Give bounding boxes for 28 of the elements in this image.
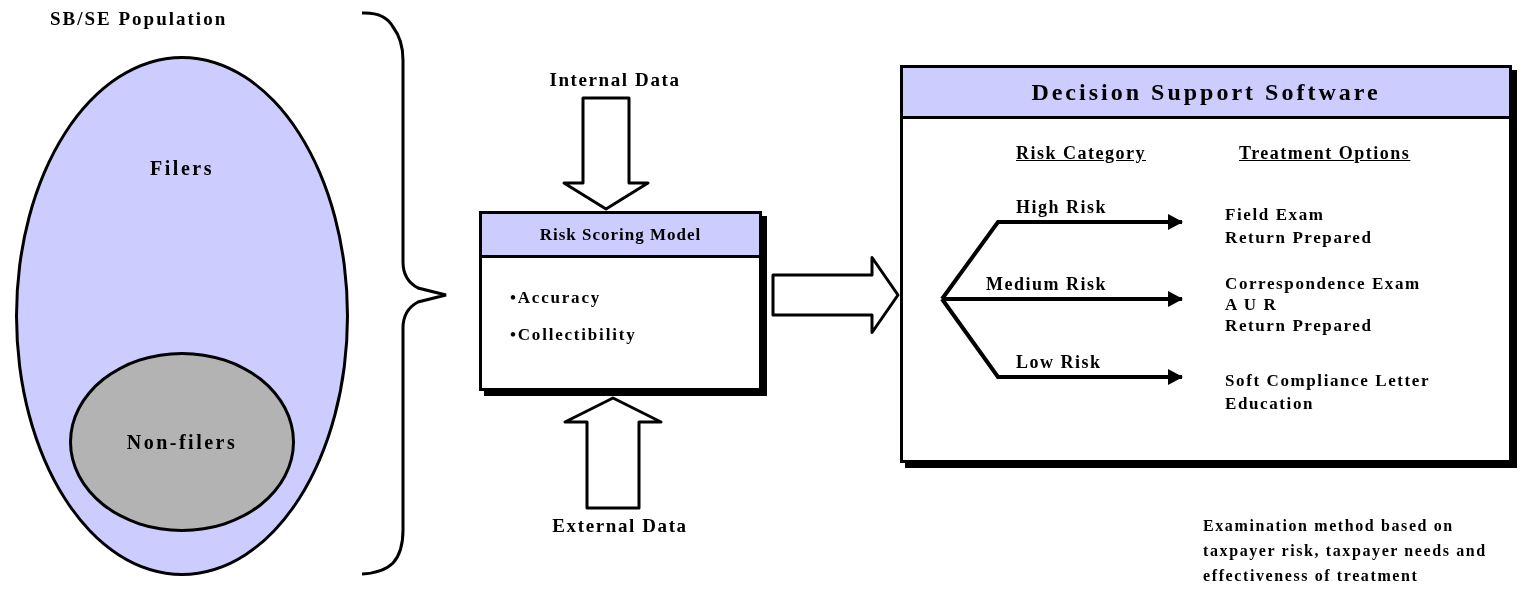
panel-title: Risk Scoring Model bbox=[538, 224, 703, 246]
block-arrow bbox=[563, 396, 663, 510]
branch-arrow bbox=[940, 214, 1183, 301]
branch-arrow bbox=[942, 291, 1183, 307]
group-label: Non-filers bbox=[125, 429, 239, 455]
bullet-item: •Accuracy bbox=[510, 288, 602, 308]
option-text: Return Prepared bbox=[1225, 315, 1374, 336]
input-label: Internal Data bbox=[515, 64, 715, 96]
edge-label: Low Risk bbox=[1016, 351, 1102, 373]
column-heading: Risk Category bbox=[1016, 143, 1146, 164]
input-label: External Data bbox=[515, 510, 725, 542]
block-arrow bbox=[562, 96, 650, 211]
note-text: Examination method based on taxpayer risk, taxpayer needs and effectiveness of treatment bbox=[1203, 516, 1488, 586]
option-text: Return Prepared bbox=[1225, 227, 1374, 249]
option-text: Field Exam bbox=[1225, 204, 1326, 226]
option-text: A U R bbox=[1225, 294, 1279, 315]
edge-label: High Risk bbox=[1016, 196, 1108, 218]
block-arrow bbox=[771, 256, 900, 334]
option-text: Soft Compliance Letter bbox=[1225, 370, 1432, 392]
column-heading: Treatment Options bbox=[1239, 143, 1411, 164]
branch-arrow bbox=[940, 297, 1183, 385]
option-text: Correspondence Exam bbox=[1225, 273, 1422, 294]
option-text: Education bbox=[1225, 393, 1316, 415]
heading-label: SB/SE Population bbox=[50, 8, 228, 30]
group-label: Filers bbox=[149, 157, 215, 180]
edge-label: Medium Risk bbox=[986, 273, 1107, 295]
bullet-item: •Collectibility bbox=[510, 325, 637, 345]
panel-title: Decision Support Software bbox=[1030, 78, 1382, 107]
